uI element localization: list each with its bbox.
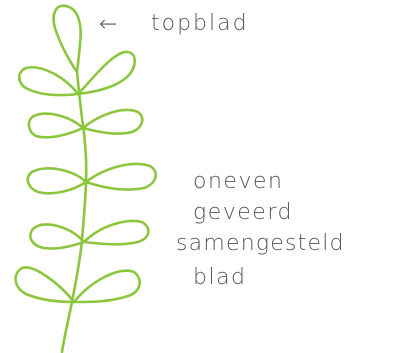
terminal-leaflet: [52, 4, 82, 74]
description-line-2: geveerd: [193, 200, 293, 225]
leaflet-right-1: [76, 50, 137, 96]
leaflet-left-5: [14, 266, 76, 304]
leaflet-left-1: [17, 66, 80, 97]
top-leaf-arrow-icon: ←: [99, 12, 117, 37]
description-line-1: oneven: [193, 169, 283, 194]
leaflet-left-3: [26, 167, 88, 195]
leaflet-right-4: [82, 219, 150, 246]
compound-leaf-drawing: [14, 4, 157, 353]
description-line-3: samengesteld: [176, 231, 345, 256]
description-line-4: blad: [193, 265, 247, 290]
leaflet-right-3: [84, 162, 157, 191]
leaflet-right-2: [81, 108, 144, 135]
leaflet-right-5: [72, 269, 141, 304]
top-leaf-label: topblad: [151, 11, 249, 36]
leaflet-left-2: [27, 112, 85, 139]
leaflet-left-4: [29, 223, 86, 250]
leaf-rachis: [60, 70, 88, 353]
